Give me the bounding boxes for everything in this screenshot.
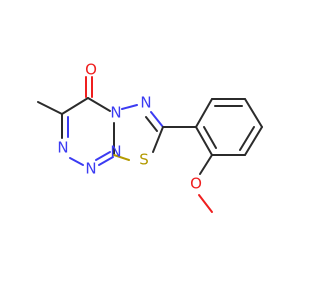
bond-n-n-left [69, 157, 84, 166]
bond-o-methyl [198, 194, 213, 213]
bond-n-top-c2-b [145, 116, 158, 132]
bond-n-top-c2-a [150, 111, 164, 128]
bond-s-c8a [113, 154, 130, 161]
bond-lines [37, 76, 263, 213]
atom-n-triazine-bottom: N [85, 160, 96, 178]
atom-labels: O N N N N N S O [57, 61, 202, 193]
atom-n-bridge: N [110, 104, 121, 122]
atom-o-methoxy: O [190, 175, 202, 193]
molecule-structure: O N N N N N S O [37, 61, 263, 213]
bond-phenyl-4 [244, 126, 263, 156]
atom-n-thiadiazole: N [140, 94, 151, 112]
bond-c3-c4 [61, 97, 89, 115]
bond-phenyl-3 [244, 98, 263, 128]
atom-n-triazine-right: N [110, 143, 121, 161]
atom-n-triazine-left: N [57, 139, 68, 157]
bond-c4-nbridge [87, 97, 111, 112]
bond-phenyl-1 [195, 98, 213, 128]
bond-phenyl-4-inner [239, 126, 255, 151]
atom-o-carbonyl: O [85, 61, 97, 79]
bond-phenyl-6-inner [203, 126, 217, 149]
bond-phenyl-6 [195, 126, 213, 156]
bond-phenyl-o [199, 154, 213, 175]
bond-n-c8a-b [95, 151, 111, 161]
bond-n-c8a-a [98, 156, 114, 166]
bond-nbridge-n-top [121, 104, 138, 110]
bond-c2-s [152, 126, 164, 153]
bond-methyl [37, 101, 63, 115]
atom-s-thiadiazole: S [139, 151, 149, 169]
